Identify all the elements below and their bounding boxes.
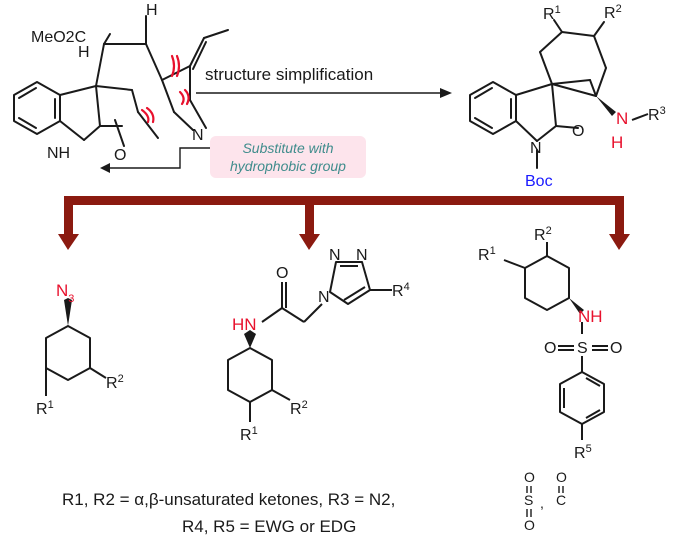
product-compound [469, 19, 607, 169]
triazole-n-top-right: N [356, 247, 368, 264]
product-r1: R1 [543, 4, 561, 23]
branch-arrows [58, 196, 630, 250]
product-nh-h: H [611, 133, 623, 152]
imine-n-label: N [192, 127, 204, 144]
sulfonamide-r5: R5 [574, 443, 592, 462]
nh-r3-bond [631, 113, 649, 121]
product-r2: R2 [604, 3, 622, 22]
azide-r1: R1 [36, 399, 54, 418]
indole-nh-label: NH [47, 145, 70, 162]
co-fragment: O C [556, 469, 567, 508]
product-indole-n: N [530, 140, 542, 157]
svg-text:S: S [524, 492, 533, 508]
triazole-o: O [276, 265, 288, 282]
svg-text:O: O [524, 517, 535, 533]
azide-wedge [64, 298, 72, 326]
triazole-r1: R1 [240, 425, 258, 444]
sulfonamide-wedge [569, 298, 584, 314]
triazole-n-ring: N [318, 289, 330, 306]
svg-text:C: C [556, 492, 566, 508]
sulfonamide-o-right: O [610, 340, 622, 357]
legend-line1: R1, R2 = α,β-unsaturated ketones, R3 = N… [62, 490, 395, 509]
note-line2: hydrophobic group [230, 158, 346, 174]
azide-r2: R2 [106, 373, 124, 392]
note-line1: Substitute with [242, 140, 333, 156]
product-wedge [596, 96, 616, 116]
svg-text:O: O [524, 469, 535, 485]
stereo-h-label: H [78, 44, 90, 61]
simplification-arrow [196, 88, 452, 98]
start-compound [13, 15, 229, 147]
legend-line2: R4, R5 = EWG or EDG [182, 517, 356, 536]
so2-fragment: O S O [524, 469, 535, 533]
note-arrow [110, 147, 210, 169]
note-arrowhead [100, 163, 110, 173]
ring-o-label: O [114, 147, 126, 164]
azide-derivative [45, 325, 107, 396]
triazole-r2: R2 [290, 399, 308, 418]
note-box [210, 136, 366, 178]
stereo-h2-label: H [146, 2, 158, 19]
triazole-r4: R4 [392, 281, 410, 300]
sulfonamide-o-left: O [544, 340, 556, 357]
arrow-label: structure simplification [205, 65, 373, 84]
product-boc: Boc [525, 173, 553, 190]
azide-n3: N3 [56, 281, 74, 305]
triazole-n-top-left: N [329, 247, 341, 264]
triazole-hn: HN [232, 315, 257, 334]
fragment-comma: , [540, 495, 544, 511]
product-nh-n: N [616, 109, 628, 128]
sulfonamide-r2: R2 [534, 225, 552, 244]
cut-marks [140, 54, 190, 124]
svg-text:O: O [556, 469, 567, 485]
sulfonamide-s: S [577, 340, 588, 357]
triazole-derivative [227, 261, 392, 422]
triazole-wedge [244, 330, 256, 348]
sulfonamide-nh: NH [578, 307, 603, 326]
product-ring-o: O [572, 123, 584, 140]
product-r3: R3 [648, 105, 666, 124]
ester-label: MeO2C [31, 29, 86, 46]
sulfonamide-r1: R1 [478, 245, 496, 264]
